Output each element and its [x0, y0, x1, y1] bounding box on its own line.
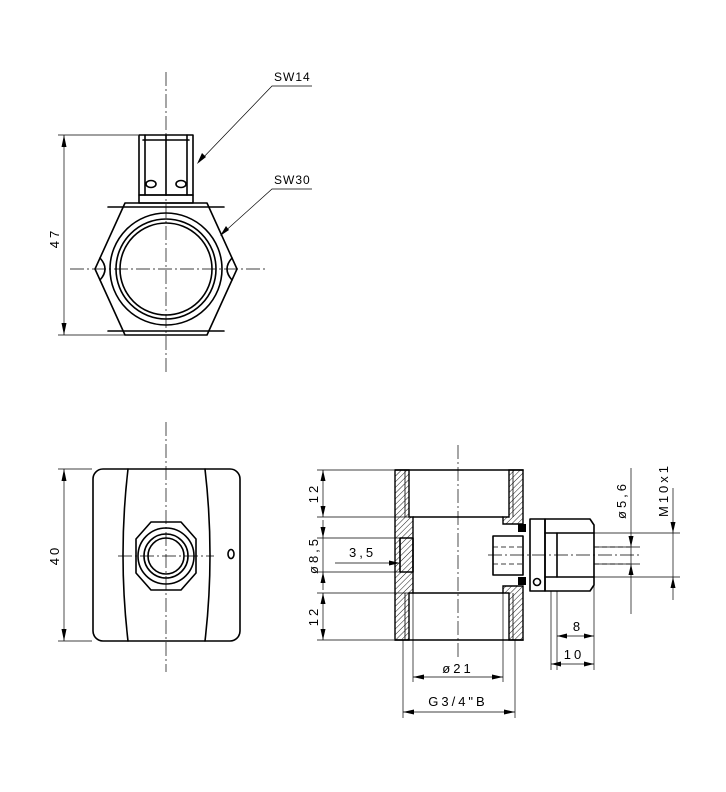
arrow [61, 135, 67, 147]
marking-hole [227, 548, 235, 560]
leader-sw30 [221, 188, 312, 235]
body-outline [92, 468, 241, 642]
label-sw14: SW14 [274, 70, 311, 84]
seal-ring [518, 577, 526, 585]
dim-m10x1-label: M10x1 [656, 463, 671, 517]
arrow [504, 709, 515, 715]
arrow [61, 323, 67, 335]
body-flat-left [122, 468, 129, 642]
arrow [320, 572, 326, 583]
dim-5-6-label: ø5,6 [614, 481, 629, 519]
arrow [628, 564, 634, 575]
fitting-outer-circle [137, 527, 195, 585]
arrow [320, 629, 326, 640]
fitting-bore-circle [147, 537, 185, 575]
arrow [403, 709, 414, 715]
arrow [584, 661, 594, 667]
small-hex-collar [138, 194, 194, 204]
dim-40-label: 40 [47, 545, 62, 565]
arrow [557, 633, 567, 639]
arrow [197, 153, 206, 164]
bore-inner-circle [119, 222, 213, 316]
arrow [320, 527, 326, 538]
o-ring [532, 577, 542, 587]
arrow [584, 633, 594, 639]
dim-10-label: 10 [564, 647, 584, 662]
label-sw30: SW30 [274, 173, 311, 187]
arrow [628, 536, 634, 547]
side-port [399, 537, 414, 573]
small-hex-hole [145, 179, 157, 189]
arrow [670, 522, 676, 533]
section-wall-left [394, 469, 414, 641]
arrow [413, 674, 424, 680]
body-flat-right [204, 468, 211, 642]
seal-ring [518, 524, 526, 532]
arrow [551, 661, 561, 667]
dim-21-label: ø21 [442, 661, 473, 676]
top-view: 47 SW14 SW30 [47, 70, 312, 372]
leader-sw14 [198, 85, 312, 163]
arrow [61, 629, 67, 641]
bore-thread-circle [115, 218, 217, 320]
dim-8-label: 8 [573, 619, 583, 634]
dim-g34b-label: G3/4"B [428, 694, 487, 709]
arrow [320, 506, 326, 517]
arrow [320, 593, 326, 604]
dim-8-5-label: ø8,5 [306, 536, 321, 574]
hex-left-arc [99, 257, 106, 281]
arrow [220, 226, 229, 236]
spigot [492, 535, 524, 576]
arrow [61, 469, 67, 481]
hex-right-arc [226, 257, 233, 281]
front-view: 40 [47, 422, 241, 672]
arrow [389, 560, 400, 566]
arrow [492, 674, 503, 680]
fitting-hex [135, 521, 197, 591]
dim-47-label: 47 [47, 228, 62, 248]
dim-3-5-label: 3,5 [349, 545, 376, 560]
dim-12-top-label: 12 [306, 483, 321, 503]
arrow [670, 577, 676, 588]
fitting-inner-circle [143, 533, 189, 579]
dim-12-bottom-label: 12 [306, 606, 321, 626]
small-hex-hole [175, 179, 187, 189]
section-view: 12 ø8,5 12 3,5 ø21 G3/4"B [306, 445, 680, 718]
bore-outer-circle [109, 212, 223, 326]
arrow [320, 470, 326, 481]
